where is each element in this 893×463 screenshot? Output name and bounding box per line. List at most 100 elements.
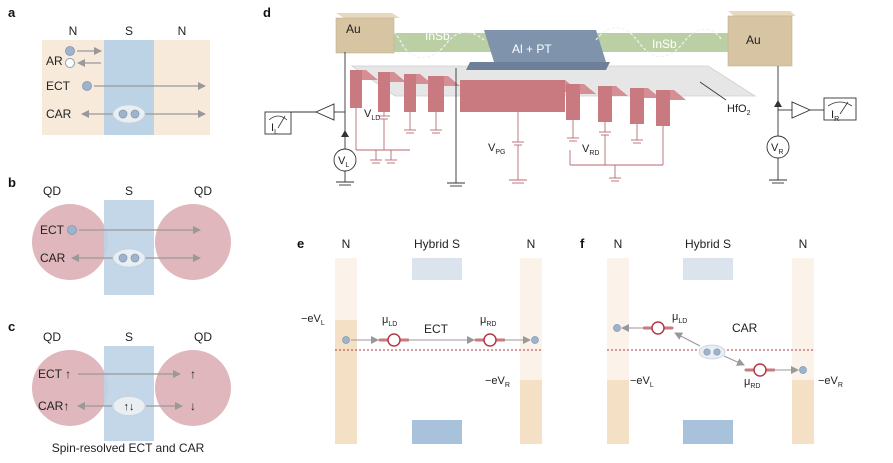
panel-b-right-dot [155,204,231,280]
vld-label: VLD [364,108,380,122]
panel-e-process: ECT [424,322,449,336]
left-lead-filled [335,320,357,444]
panel-b-label: b [8,175,16,190]
au-left [335,17,395,54]
vpg-label: VPG [488,142,505,156]
left-lead-empty [335,258,357,320]
panel-e-evr: −eVR [485,375,510,389]
panel-b-center-title: S [125,184,133,198]
left-lead-empty [607,258,629,380]
panel-b-ect-label: ECT [40,223,65,237]
panel-e-left-title: N [342,237,351,251]
panel-c-label: c [8,319,15,334]
right-lead-empty [520,258,542,380]
vr-label: VR [771,142,783,156]
panel-c-car-spin: ↓ [190,399,196,413]
dot-state-icon [387,333,401,347]
panel-a-label: a [8,5,16,20]
amplifier-left [314,103,335,121]
insb-right-label: InSb [652,37,677,51]
panel-f-evl: −eVL [630,375,654,389]
al-pt-shell [484,30,606,62]
panel-a: a N S N AR ECT CAR [8,5,210,135]
electron-icon [130,253,140,263]
panel-e: e N Hybrid S N −eVL −eVR ECT μLD μRD [297,236,542,444]
panel-a-center-title: S [125,24,133,38]
gap-lower [412,420,462,444]
panel-b-right-title: QD [194,184,212,198]
panel-a-car-label: CAR [46,107,72,121]
dot-state-icon [651,321,665,335]
panel-c-pair-spins: ↑↓ [124,401,135,413]
left-gates [350,70,460,112]
gap-upper [412,258,462,280]
electron-icon [613,324,621,332]
vl-label: VL [338,155,349,169]
right-gates [566,84,686,126]
panel-e-right-title: N [527,237,536,251]
left-lead-filled [607,380,629,444]
plunger-gate-circuit [509,112,527,184]
panel-f-process: CAR [732,321,758,335]
panel-d-label: d [263,5,271,20]
gap-lower [683,420,733,444]
panel-f-mu-rd: μRD [744,376,760,390]
dot-state-icon [753,363,767,377]
electron-icon [342,336,350,344]
panel-b-left-title: QD [43,184,61,198]
panel-a-ar-label: AR [46,54,63,68]
panel-c-ect-label: ECT ↑ [38,367,71,381]
panel-a-ect-label: ECT [46,79,71,93]
ir-label: IR [831,109,839,123]
panel-c-left-title: QD [43,330,61,344]
au-left-top [336,13,400,18]
au-left-label: Au [346,22,361,36]
panel-c-left-dot [32,350,108,426]
electron-icon [118,253,128,263]
panel-c-right-title: QD [194,330,212,344]
insb-left-label: InSb [425,29,450,43]
electron-icon [118,109,128,119]
panel-c-caption: Spin-resolved ECT and CAR [52,441,205,455]
al-pt-edge [466,62,610,70]
electron-icon [703,348,711,356]
panel-f-left-title: N [614,237,623,251]
ammeter-right-icon [823,97,857,121]
panel-b-car-label: CAR [40,251,66,265]
right-lead-filled [520,380,542,444]
cooper-pair-icon [698,344,726,360]
hole-icon [65,58,75,68]
electron-icon [67,225,77,235]
right-lead-empty [792,258,814,380]
arrow [723,355,745,366]
panel-d: d [263,5,857,187]
cooper-pair-icon [112,248,146,268]
panel-a-right-title: N [178,24,187,38]
ammeter-left-icon [264,111,292,135]
au-right-label: Au [746,33,761,47]
arrow [674,332,701,347]
vrd-label: VRD [582,143,599,157]
hfo2-label: HfO2 [727,103,751,117]
panel-b: b QD S QD ECT CAR [8,175,231,295]
panel-b-superconductor [104,200,154,295]
panel-e-mu-ld: μLD [382,314,397,328]
al-pt-label: Al + PT [512,42,552,56]
panel-a-left-title: N [69,24,78,38]
panel-e-evl: −eVL [301,313,325,327]
cooper-pair-icon [112,104,146,124]
panel-c-center-title: S [125,330,133,344]
panel-c-superconductor [104,346,154,441]
panel-f-mu-ld: μLD [672,311,687,325]
electron-icon [799,366,807,374]
electron-icon [65,46,75,56]
arrow-up-icon [774,100,782,107]
panel-f-center-title: Hybrid S [685,237,731,251]
panel-b-left-dot [32,204,108,280]
il-label: IL [271,122,278,136]
gap-upper [683,258,733,280]
amplifier-right [791,101,812,119]
panel-f-label: f [580,236,585,251]
electron-icon [531,336,539,344]
cooper-pair-icon [112,396,146,416]
